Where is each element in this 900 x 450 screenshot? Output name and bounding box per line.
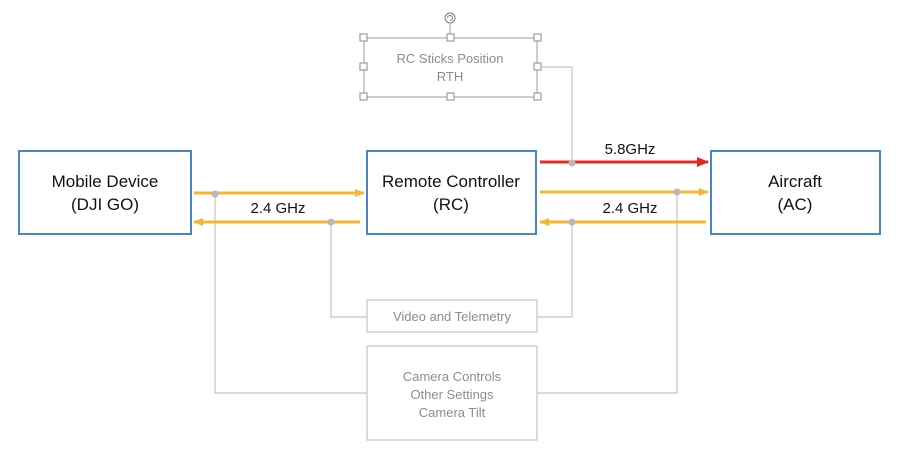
rotate-icon[interactable] <box>444 12 456 24</box>
info-box-camera-controls[interactable]: Camera Controls Other Settings Camera Ti… <box>366 345 538 441</box>
connector-dot <box>673 188 681 196</box>
connector-camera-left <box>214 195 367 394</box>
remote-controller-title: Remote Controller <box>382 172 520 191</box>
resize-handle[interactable] <box>359 33 368 42</box>
remote-controller-subtitle: (RC) <box>433 195 469 214</box>
node-mobile-device[interactable]: Mobile Device (DJI GO) <box>18 150 192 235</box>
connector-dot <box>327 218 335 226</box>
resize-handle[interactable] <box>359 62 368 71</box>
resize-handle[interactable] <box>533 62 542 71</box>
node-remote-controller[interactable]: Remote Controller (RC) <box>366 150 537 235</box>
node-aircraft[interactable]: Aircraft (AC) <box>710 150 881 235</box>
resize-handle[interactable] <box>446 92 455 101</box>
rc-sticks-line2: RTH <box>437 69 463 84</box>
resize-handle[interactable] <box>446 33 455 42</box>
rc-sticks-line1: RC Sticks Position <box>397 51 504 66</box>
connector-dots <box>211 159 681 226</box>
mobile-device-title: Mobile Device <box>52 172 159 191</box>
freq-label-rc-ac-video: 5.8GHz <box>605 141 656 158</box>
info-box-video-telemetry[interactable]: Video and Telemetry <box>366 299 538 333</box>
camera-controls-line1: Camera Controls <box>403 369 502 384</box>
connector-camera-right <box>537 193 678 394</box>
freq-label-mobile-rc: 2.4 GHz <box>250 200 305 217</box>
video-telemetry-label: Video and Telemetry <box>393 309 512 324</box>
connector-lines <box>214 66 678 394</box>
aircraft-subtitle: (AC) <box>778 195 813 214</box>
resize-handle[interactable] <box>533 92 542 101</box>
mobile-device-subtitle: (DJI GO) <box>71 195 139 214</box>
connector-dot <box>568 218 576 226</box>
aircraft-title: Aircraft <box>768 172 822 191</box>
resize-handle[interactable] <box>533 33 542 42</box>
connector-video-right <box>537 222 573 318</box>
resize-handle[interactable] <box>359 92 368 101</box>
connector-dot <box>211 190 219 198</box>
connector-video-left <box>330 222 367 318</box>
info-box-rc-sticks[interactable]: RC Sticks Position RTH <box>359 12 542 101</box>
camera-controls-line2: Other Settings <box>410 387 494 402</box>
camera-controls-line3: Camera Tilt <box>419 405 486 420</box>
connector-dot <box>568 159 576 167</box>
connector-rc-sticks <box>537 66 573 163</box>
freq-label-rc-ac-control: 2.4 GHz <box>602 200 657 217</box>
